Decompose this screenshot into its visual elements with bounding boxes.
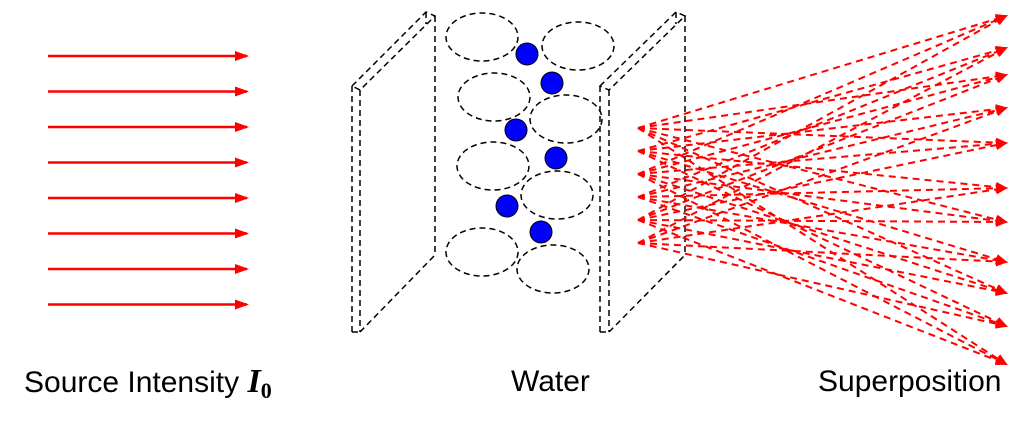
source-intensity-label: Source Intensity I0 <box>24 362 272 411</box>
source-intensity-text: Source Intensity <box>24 366 248 399</box>
water-cluster <box>456 141 530 191</box>
scattered-ray <box>637 184 1008 244</box>
scattered-ray <box>637 150 1008 327</box>
scattered-ray <box>637 47 1008 198</box>
superposition-label: Superposition <box>818 365 1002 398</box>
intensity-symbol-letter: I <box>247 363 261 400</box>
water-regions <box>445 12 615 294</box>
scattered-ray <box>637 140 1008 221</box>
water-cluster <box>529 94 603 144</box>
scattered-rays <box>637 14 1008 366</box>
scattered-ray <box>637 173 1008 295</box>
scattered-ray <box>637 219 1008 296</box>
water-cluster <box>445 12 519 62</box>
scattered-ray <box>637 47 1008 244</box>
molecule-dot <box>495 194 519 218</box>
molecule-dot <box>544 146 568 170</box>
molecule-dot <box>515 42 539 66</box>
scattered-ray <box>637 173 1008 365</box>
scattered-ray <box>637 14 1008 129</box>
scattered-ray <box>637 138 1008 175</box>
intensity-symbol-subscript: 0 <box>260 378 272 403</box>
scattered-ray <box>637 15 1008 221</box>
scattered-ray <box>637 242 1008 329</box>
scattered-ray <box>637 45 1008 152</box>
water-cluster <box>541 21 615 71</box>
intensity-symbol: I0 <box>247 363 272 403</box>
scattered-ray <box>637 105 1008 198</box>
scattered-ray <box>637 242 1008 267</box>
molecule-dot <box>529 220 553 244</box>
scattered-ray <box>637 219 1008 366</box>
scattered-ray <box>637 127 1008 366</box>
molecules <box>495 42 568 244</box>
scattered-ray <box>637 150 1008 192</box>
left-plate <box>350 11 437 333</box>
water-cluster <box>457 72 531 122</box>
scattered-ray <box>637 127 1008 148</box>
water-cluster <box>445 227 519 277</box>
scattered-ray <box>637 196 1008 328</box>
molecule-dot <box>504 118 528 142</box>
incident-rays <box>48 51 249 310</box>
scattered-ray <box>637 72 1008 175</box>
water-cluster <box>516 244 590 294</box>
scattered-ray <box>637 216 1008 227</box>
water-label: Water <box>511 365 590 398</box>
water-cluster <box>520 170 594 220</box>
scattered-ray <box>637 127 1008 294</box>
right-plate <box>598 11 687 333</box>
molecule-dot <box>540 71 564 95</box>
scattered-ray <box>637 106 1008 244</box>
scattered-ray <box>637 71 1008 129</box>
scattered-ray <box>637 15 1008 175</box>
scattered-ray <box>637 104 1008 152</box>
scattered-ray <box>637 74 1008 221</box>
